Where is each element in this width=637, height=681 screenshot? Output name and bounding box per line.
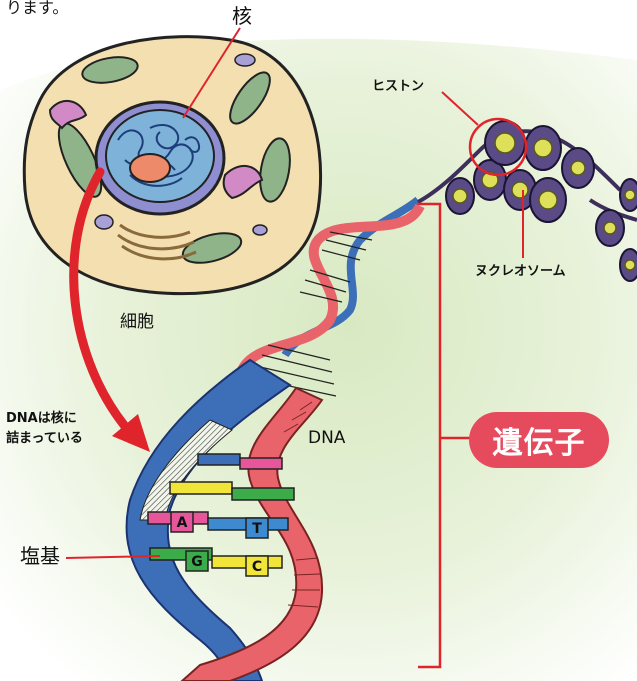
base-label: 塩基 (20, 546, 60, 566)
cell-label: 細胞 (120, 314, 154, 331)
dna-in-nucleus-label-line1: DNAは核に (6, 412, 77, 425)
cell (24, 37, 320, 294)
base-pair-bar (170, 482, 232, 494)
base-a-letter: A (177, 515, 188, 531)
base-pair-bar (198, 454, 240, 465)
base-pair-bar (240, 458, 282, 469)
gene-label: 遺伝子 (493, 418, 586, 462)
base-g-letter: G (191, 554, 203, 570)
nucleolus (130, 154, 170, 182)
vesicle (253, 225, 267, 235)
vesicle (95, 215, 113, 229)
dna-label: DNA (308, 430, 345, 447)
gene-badge: 遺伝子 (469, 412, 609, 468)
base-c-letter: C (252, 559, 262, 575)
base-t-letter: T (252, 521, 262, 537)
caption-fragment: ります。 (6, 0, 68, 16)
base-pair-bar (232, 488, 294, 500)
dna-in-nucleus-label-line2: 詰まっている (6, 432, 83, 445)
nucleosome-label: ヌクレオソーム (475, 265, 566, 278)
vesicle (235, 54, 255, 66)
histone-label: ヒストン (372, 80, 424, 93)
nucleus-label: 核 (232, 6, 252, 26)
